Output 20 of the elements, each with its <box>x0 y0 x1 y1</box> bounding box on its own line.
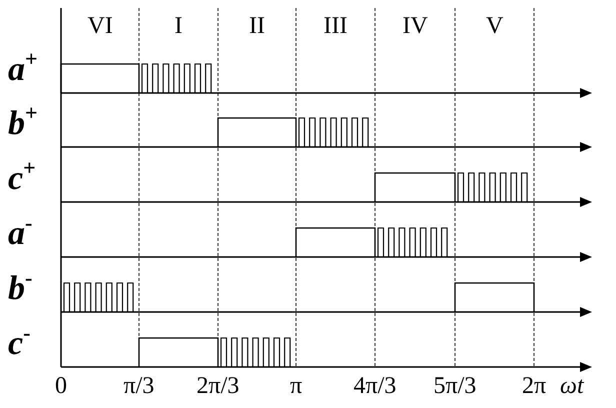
axis-label: ωt <box>560 374 584 398</box>
sector-label: II <box>249 14 265 38</box>
signal-label: b$^{-}$ <box>8 272 32 306</box>
tick-label: 5π/3 <box>434 374 476 398</box>
tick-label: 2π/3 <box>196 374 240 398</box>
sector-label: V <box>486 14 504 38</box>
signal-label: a$^{+}$ <box>8 53 38 87</box>
signal-label: a$^{-}$ <box>8 217 32 251</box>
signal-label: b$^{+}$ <box>8 107 38 141</box>
tick-label: π/3 <box>124 374 154 398</box>
sector-label: III <box>324 14 348 38</box>
signal-label: c$^{+}$ <box>8 162 36 196</box>
tick-label: 2π <box>522 374 546 398</box>
tick-label: π <box>290 374 302 398</box>
sector-label: I <box>174 14 182 38</box>
sector-label: VI <box>88 14 113 38</box>
tick-label: 4π/3 <box>354 374 396 398</box>
signal-label: c$^{-}$ <box>8 327 30 361</box>
tick-label: 0 <box>55 374 67 398</box>
sector-label: IV <box>402 14 428 38</box>
